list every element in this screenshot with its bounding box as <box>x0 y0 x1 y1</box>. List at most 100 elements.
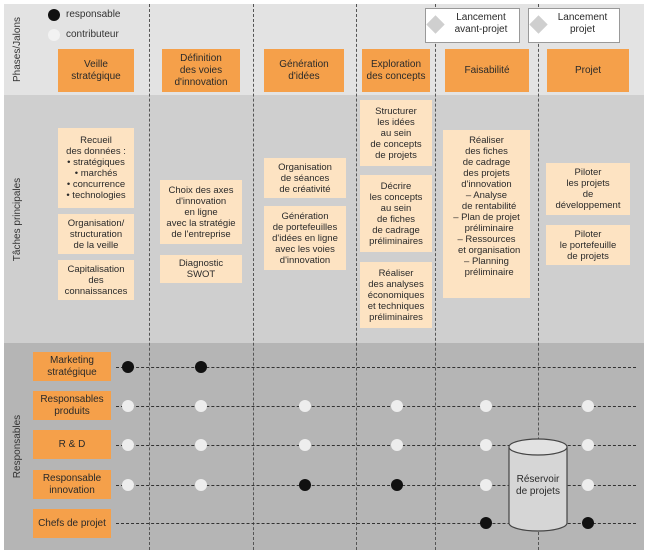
task-text: Choix des axes d'innovation en ligne ave… <box>166 184 236 240</box>
task-bullet: et organisation <box>452 245 521 256</box>
reservoir-label: Réservoir de projets <box>516 474 560 497</box>
task-bullet: – Ressources <box>457 234 516 245</box>
task-bullet: • concurrence <box>66 179 126 190</box>
task-text: Piloter les projets de développement <box>555 167 621 211</box>
task-text: Décrire les concepts au sein de fiches d… <box>369 180 423 247</box>
milestone-lancement-avant-projet: Lancement avant-projet <box>425 8 520 43</box>
responsable-dot <box>299 479 311 491</box>
column-divider <box>149 4 150 550</box>
task-text: Capitalisation des connaissances <box>64 263 128 297</box>
task-bullet: de rentabilité <box>456 201 517 212</box>
row-line <box>116 523 636 524</box>
task-bullet: • marchés <box>74 168 118 179</box>
contributeur-dot <box>582 439 594 451</box>
task-piloter-portefeuille: Piloter le portefeuille de projets <box>546 225 630 265</box>
phases-band-label: Phases/Jalons <box>4 4 32 95</box>
contributeur-dot <box>122 400 134 412</box>
column-divider <box>538 4 539 550</box>
contributeur-dot <box>391 400 403 412</box>
contributeur-dot <box>299 439 311 451</box>
task-text: Génération de portefeuilles d'idées en l… <box>272 210 338 266</box>
legend-responsable-label: responsable <box>66 9 121 20</box>
task-text: Diagnostic SWOT <box>178 258 224 280</box>
legend-responsable-dot <box>48 9 60 21</box>
task-bullet: • technologies <box>66 190 126 201</box>
task-text: Organisation de séances de créativité <box>278 161 332 195</box>
task-diagnostic-swot: Diagnostic SWOT <box>160 255 242 283</box>
row-line <box>116 445 636 446</box>
task-seances-creativite: Organisation de séances de créativité <box>264 158 346 198</box>
phase-exploration-concepts: Exploration des concepts <box>362 49 430 92</box>
responsable-dot <box>122 361 134 373</box>
task-analyses-preliminaires: Réaliser des analyses économiques et tec… <box>360 262 432 328</box>
column-divider <box>435 4 436 550</box>
reservoir-cylinder <box>508 438 568 532</box>
milestone-diamond-icon <box>529 15 548 34</box>
task-text: Piloter le portefeuille de projets <box>559 228 617 262</box>
task-structurer-idees: Structurer les idées au sein de concepts… <box>360 100 432 166</box>
legend-contributeur-label: contributeur <box>66 29 119 40</box>
task-piloter-projets: Piloter les projets de développement <box>546 163 630 215</box>
phase-projet: Projet <box>547 49 629 92</box>
task-text: Organisation/ structuration de la veille <box>67 217 125 251</box>
resp-chefs-de-projet: Chefs de projet <box>33 509 111 538</box>
contributeur-dot <box>582 400 594 412</box>
contributeur-dot <box>195 400 207 412</box>
responsable-dot <box>195 361 207 373</box>
task-bullet: – Planning <box>464 256 509 267</box>
task-recueil-donnees: Recueil des données : • stratégiques • m… <box>58 128 134 208</box>
responsables-band-label: Responsables <box>4 343 32 550</box>
phases-band-label-text: Phases/Jalons <box>12 16 24 83</box>
contributeur-dot <box>195 439 207 451</box>
milestone-label: Lancement projet <box>557 12 608 35</box>
phase-faisabilite: Faisabilité <box>445 49 529 92</box>
contributeur-dot <box>122 479 134 491</box>
resp-rd: R & D <box>33 430 111 459</box>
contributeur-dot <box>391 439 403 451</box>
responsable-dot <box>480 517 492 529</box>
contributeur-dot <box>480 479 492 491</box>
contributeur-dot <box>195 479 207 491</box>
task-bullet: préliminaire <box>459 267 514 278</box>
resp-responsable-innovation: Responsable innovation <box>33 470 111 499</box>
milestone-label: Lancement avant-projet <box>454 12 508 35</box>
phase-generation-idees: Génération d'idées <box>264 49 344 92</box>
task-fiches-cadrage: Réaliser des fiches de cadrage des proje… <box>443 130 530 298</box>
task-bullet: – Analyse <box>465 190 508 201</box>
legend-contributeur-dot <box>48 29 60 41</box>
responsable-dot <box>582 517 594 529</box>
phase-definition-voies-innovation: Définition des voies d'innovation <box>162 49 240 92</box>
task-text: Recueil des données : <box>66 135 126 157</box>
task-decrire-concepts: Décrire les concepts au sein de fiches d… <box>360 175 432 252</box>
tasks-band-label: Tâches principales <box>4 95 32 343</box>
resp-responsables-produits: Responsables produits <box>33 391 111 420</box>
task-organisation-veille: Organisation/ structuration de la veille <box>58 214 134 254</box>
task-text: Structurer les idées au sein de concepts… <box>370 105 422 161</box>
contributeur-dot <box>122 439 134 451</box>
task-capitalisation: Capitalisation des connaissances <box>58 260 134 300</box>
task-choix-axes: Choix des axes d'innovation en ligne ave… <box>160 180 242 244</box>
task-text: Réaliser des analyses économiques et tec… <box>367 267 425 323</box>
row-line <box>116 367 636 368</box>
task-text: Réaliser des fiches de cadrage des proje… <box>461 135 512 190</box>
tasks-band-label-text: Tâches principales <box>12 177 24 261</box>
task-portefeuilles-idees: Génération de portefeuilles d'idées en l… <box>264 206 346 270</box>
row-line <box>116 485 636 486</box>
task-bullet: – Plan de projet <box>453 212 520 223</box>
row-line <box>116 406 636 407</box>
phase-veille-strategique: Veille stratégique <box>58 49 134 92</box>
milestone-diamond-icon <box>426 15 445 34</box>
task-bullet: • stratégiques <box>67 157 125 168</box>
contributeur-dot <box>299 400 311 412</box>
task-bullet: préliminaire <box>459 223 514 234</box>
responsable-dot <box>391 479 403 491</box>
contributeur-dot <box>480 400 492 412</box>
column-divider <box>253 4 254 550</box>
resp-marketing-strategique: Marketing stratégique <box>33 352 111 381</box>
column-divider <box>356 4 357 550</box>
milestone-lancement-projet: Lancement projet <box>528 8 620 43</box>
responsables-band-label-text: Responsables <box>12 414 24 479</box>
contributeur-dot <box>480 439 492 451</box>
contributeur-dot <box>582 479 594 491</box>
